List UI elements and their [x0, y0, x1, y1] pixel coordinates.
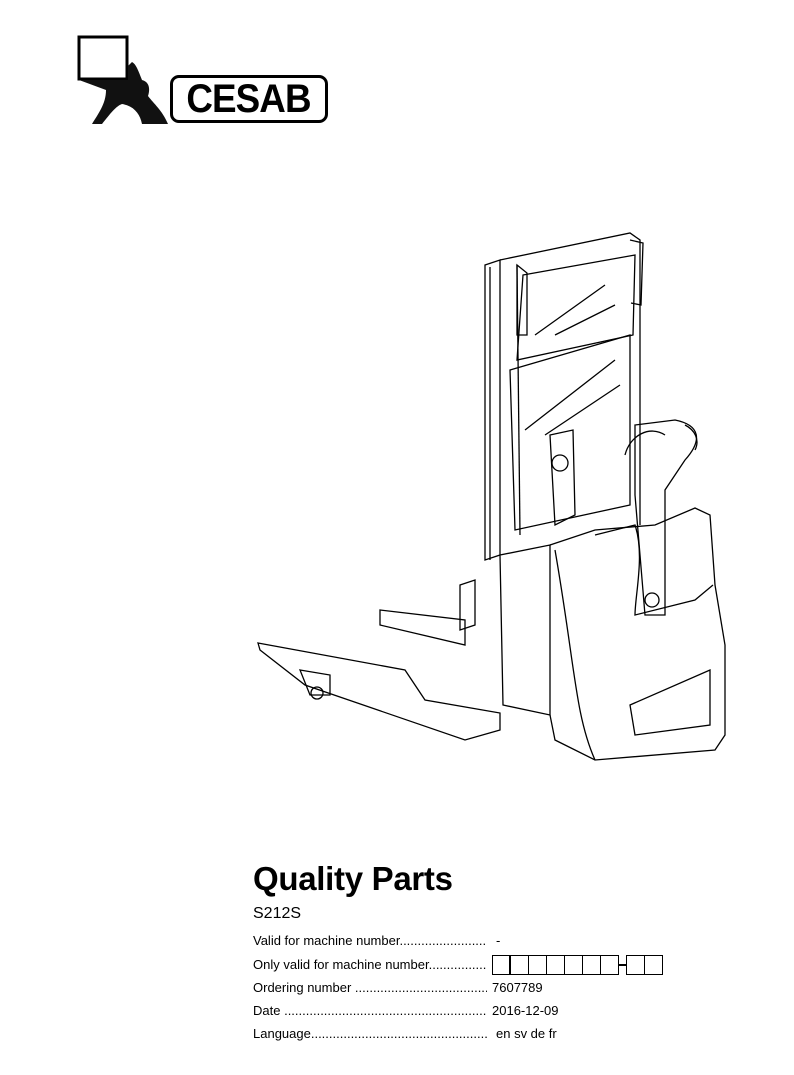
digit-box: [644, 955, 663, 975]
stacker-truck-illustration: [257, 232, 726, 761]
digit-box: [626, 955, 645, 975]
field-value: -: [496, 933, 501, 948]
field-value: 2016-12-09: [492, 1003, 559, 1018]
field-valid-machine-number: Valid for machine number................…: [253, 933, 500, 948]
digit-box: [564, 955, 583, 975]
digit-box: [528, 955, 547, 975]
field-label: Date ...................................…: [253, 1003, 487, 1018]
digit-box: [510, 955, 529, 975]
machine-number-boxes: [492, 955, 663, 975]
digit-box: [600, 955, 619, 975]
document-title: Quality Parts: [253, 860, 453, 897]
field-date: Date ...................................…: [253, 1003, 559, 1018]
digit-box: [492, 955, 511, 975]
field-label: Only valid for machine number...........…: [253, 957, 487, 972]
field-value: en sv de fr: [496, 1026, 557, 1041]
separator-dash: [619, 964, 627, 966]
field-label: Language................................…: [253, 1026, 487, 1041]
field-label: Valid for machine number................…: [253, 933, 487, 948]
cesab-logo: CESAB: [76, 34, 332, 126]
brand-name: CESAB: [186, 76, 312, 121]
digit-box: [582, 955, 601, 975]
field-label: Ordering number ........................…: [253, 980, 487, 995]
field-only-valid-machine-number: Only valid for machine number...........…: [253, 957, 487, 972]
field-language: Language................................…: [253, 1026, 557, 1041]
field-ordering-number: Ordering number ........................…: [253, 980, 543, 995]
digit-box: [546, 955, 565, 975]
model-name: S212S: [253, 905, 302, 922]
logo-emblem-icon: [77, 35, 168, 124]
field-value: 7607789: [492, 980, 543, 995]
logo-wordmark: CESAB: [170, 75, 328, 123]
